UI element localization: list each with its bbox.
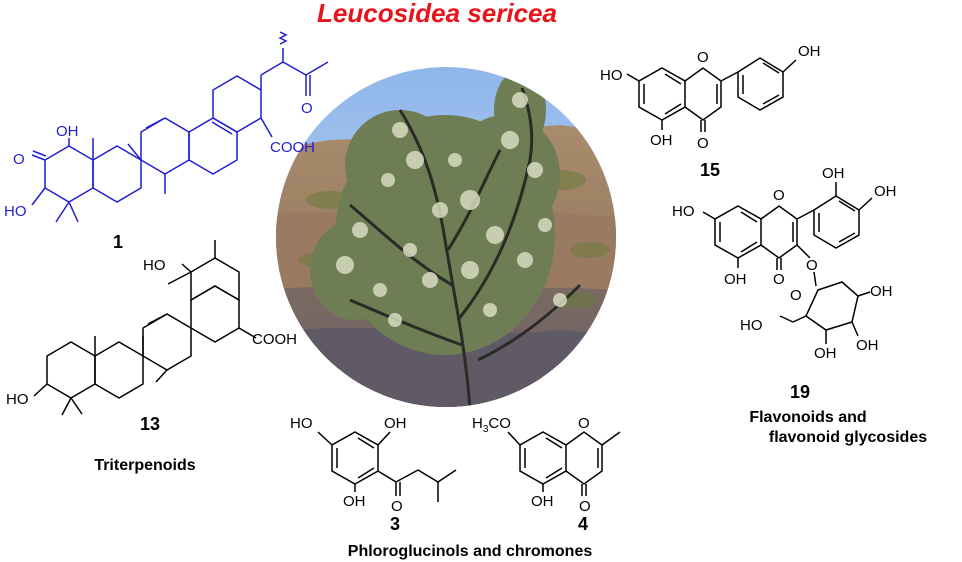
compound-19-structure	[702, 182, 873, 344]
compound-15-number: 15	[700, 160, 720, 180]
c19-o-ring-label: O	[773, 187, 785, 204]
c19-oh-c-label: OH	[856, 337, 879, 354]
c13-cooh-label: COOH	[252, 331, 297, 348]
figure-title: Leucosidea sericea	[317, 0, 557, 28]
compound-19-number: 19	[790, 382, 810, 402]
c4-methoxy-label: H3CO	[472, 415, 511, 435]
compound-1-labels: OH O HO COOH O	[4, 100, 315, 220]
c15-o-ring-label: O	[697, 49, 709, 66]
triterpenoids-label: Triterpenoids	[94, 457, 195, 474]
c4-o-label: O	[579, 498, 591, 515]
c3-o-label: O	[391, 498, 403, 515]
compound-4-structure	[507, 431, 621, 496]
c13-ho-label: HO	[6, 391, 29, 408]
phloroglucinols-label: Phloroglucinols and chromones	[348, 543, 593, 560]
c19-o-link-label: O	[806, 257, 818, 274]
c19-ho-b-label: HO	[740, 317, 763, 334]
compound-13-labels: HO COOH HO	[6, 257, 297, 408]
compound-1-number: 1	[113, 232, 123, 252]
c3-oh-bottom-label: OH	[343, 493, 366, 510]
compound-13-structure	[33, 240, 257, 416]
c15-o-label: O	[697, 135, 709, 152]
c19-oh-d-label: OH	[814, 345, 837, 362]
c3-oh-top-label: OH	[384, 415, 407, 432]
compound-4-number: 4	[578, 514, 588, 534]
compound-15-labels: HO O OH OH O	[600, 43, 821, 152]
compound-4-labels: H3CO O OH O	[472, 415, 591, 515]
compound-3-number: 3	[390, 514, 400, 534]
flavonoids-label-line1: Flavonoids and	[749, 409, 866, 426]
c13-ho-top-label: HO	[143, 257, 166, 274]
c1-cooh-label: COOH	[270, 139, 315, 156]
c1-ketone-o-label: O	[301, 100, 313, 117]
compound-3-labels: HO OH OH O	[290, 415, 407, 515]
c4-oh-label: OH	[531, 493, 554, 510]
c1-o-label: O	[13, 151, 25, 168]
c19-oh5-label: OH	[724, 271, 747, 288]
c1-oh-label: OH	[56, 123, 79, 140]
c1-ho-label: HO	[4, 203, 27, 220]
c15-oh-label: OH	[650, 132, 673, 149]
c4-o-ring-label: O	[578, 415, 590, 432]
c19-oh4-label: OH	[874, 183, 897, 200]
c19-o-label: O	[773, 271, 785, 288]
c15-ho-label: HO	[600, 67, 623, 84]
plant-photo	[276, 67, 616, 407]
compound-19-labels: OH OH HO O OH O O O OH HO OH OH	[672, 165, 897, 362]
c19-oh-a-label: OH	[870, 283, 893, 300]
compound-1-structure	[31, 31, 329, 223]
c19-ho-label: HO	[672, 203, 695, 220]
c19-o-sugar-label: O	[790, 287, 802, 304]
c15-oh-b-label: OH	[798, 43, 821, 60]
compound-13-number: 13	[140, 414, 160, 434]
flavonoids-label-line2: flavonoid glycosides	[769, 429, 927, 446]
compound-3-structure	[317, 431, 457, 502]
c19-oh3-label: OH	[822, 165, 845, 182]
compound-15-structure	[626, 57, 797, 132]
c3-ho-label: HO	[290, 415, 313, 432]
